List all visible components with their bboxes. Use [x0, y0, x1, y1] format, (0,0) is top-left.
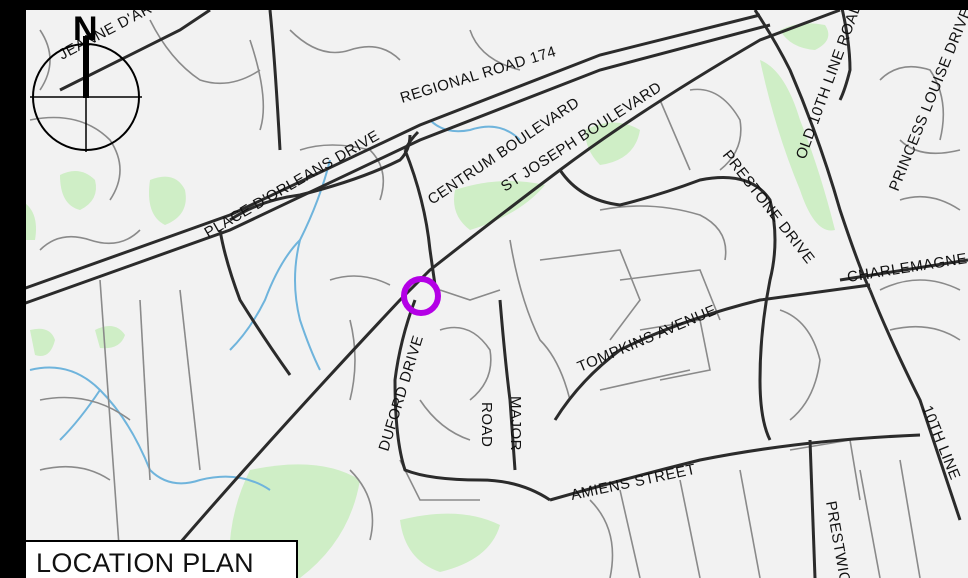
street	[439, 289, 501, 301]
street	[419, 399, 471, 441]
major-roads	[19, 0, 968, 578]
park-area	[585, 122, 640, 165]
street	[889, 325, 961, 341]
street	[599, 205, 727, 261]
street	[149, 19, 261, 85]
major-road-link	[268, 9, 282, 151]
prestwick-drive	[808, 439, 817, 578]
street	[349, 319, 356, 401]
street	[289, 29, 401, 61]
street	[859, 469, 881, 578]
street	[599, 369, 691, 391]
project-location-marker[interactable]	[401, 276, 441, 316]
princess-louise-drive	[838, 0, 852, 101]
street	[679, 479, 701, 578]
park-area	[149, 176, 186, 225]
creek	[59, 389, 101, 441]
st-joseph-boulevard	[148, 8, 841, 578]
street	[739, 469, 761, 578]
place-dorleans-drive	[218, 229, 292, 376]
title-box: LOCATION PLAN	[26, 540, 298, 578]
label-road: ROAD	[478, 402, 495, 447]
street	[509, 239, 571, 401]
north-arrow-shaft	[83, 36, 89, 98]
park-area	[95, 326, 125, 349]
street	[39, 229, 141, 251]
north-arrow: N	[30, 10, 142, 152]
street	[329, 275, 391, 286]
street	[439, 326, 492, 401]
park-area	[400, 513, 500, 572]
park-area	[30, 328, 55, 356]
street	[249, 39, 265, 131]
street	[779, 309, 821, 421]
street	[879, 279, 961, 291]
duford-drive	[393, 299, 551, 502]
street	[659, 99, 691, 171]
street	[619, 269, 721, 321]
charlemagne-boulevard	[839, 258, 968, 282]
creek	[294, 159, 331, 371]
tompkins-avenue	[553, 283, 871, 421]
street	[589, 499, 614, 578]
park-areas	[20, 23, 835, 578]
street	[179, 289, 201, 471]
street	[899, 195, 961, 211]
amiens-street	[549, 433, 921, 502]
street	[29, 116, 121, 201]
park-area	[760, 60, 835, 231]
street	[899, 139, 961, 155]
regional-road-174	[19, 13, 761, 292]
street	[399, 459, 480, 501]
label-major: MAJOR	[507, 396, 524, 451]
map-frame-border	[0, 0, 26, 578]
street	[619, 489, 641, 578]
street	[349, 469, 374, 541]
place-dorleans-drive	[403, 130, 420, 151]
map-title: LOCATION PLAN	[36, 548, 254, 578]
park-area	[454, 181, 545, 230]
street	[639, 319, 711, 381]
street	[39, 29, 51, 91]
jeanne-darc-boulevard	[59, 8, 211, 92]
minor-streets	[29, 19, 961, 578]
creek	[429, 119, 521, 141]
old-10th-line-road	[753, 9, 872, 291]
street	[899, 459, 921, 578]
prestone-drive	[558, 169, 777, 441]
street	[39, 396, 131, 421]
street	[469, 29, 521, 71]
street	[539, 249, 641, 341]
map-frame-border	[0, 0, 968, 10]
north-arrow-letter: N	[73, 10, 98, 48]
10th-line-road	[868, 289, 962, 521]
street	[689, 88, 742, 171]
centrum-boulevard	[403, 149, 437, 286]
regional-road-174	[19, 23, 771, 307]
park-area	[780, 23, 829, 50]
major-road	[498, 299, 517, 471]
street	[139, 299, 151, 481]
park-area	[60, 171, 96, 210]
creek	[229, 239, 301, 351]
street	[879, 65, 945, 141]
street	[99, 279, 121, 561]
street	[39, 465, 111, 481]
